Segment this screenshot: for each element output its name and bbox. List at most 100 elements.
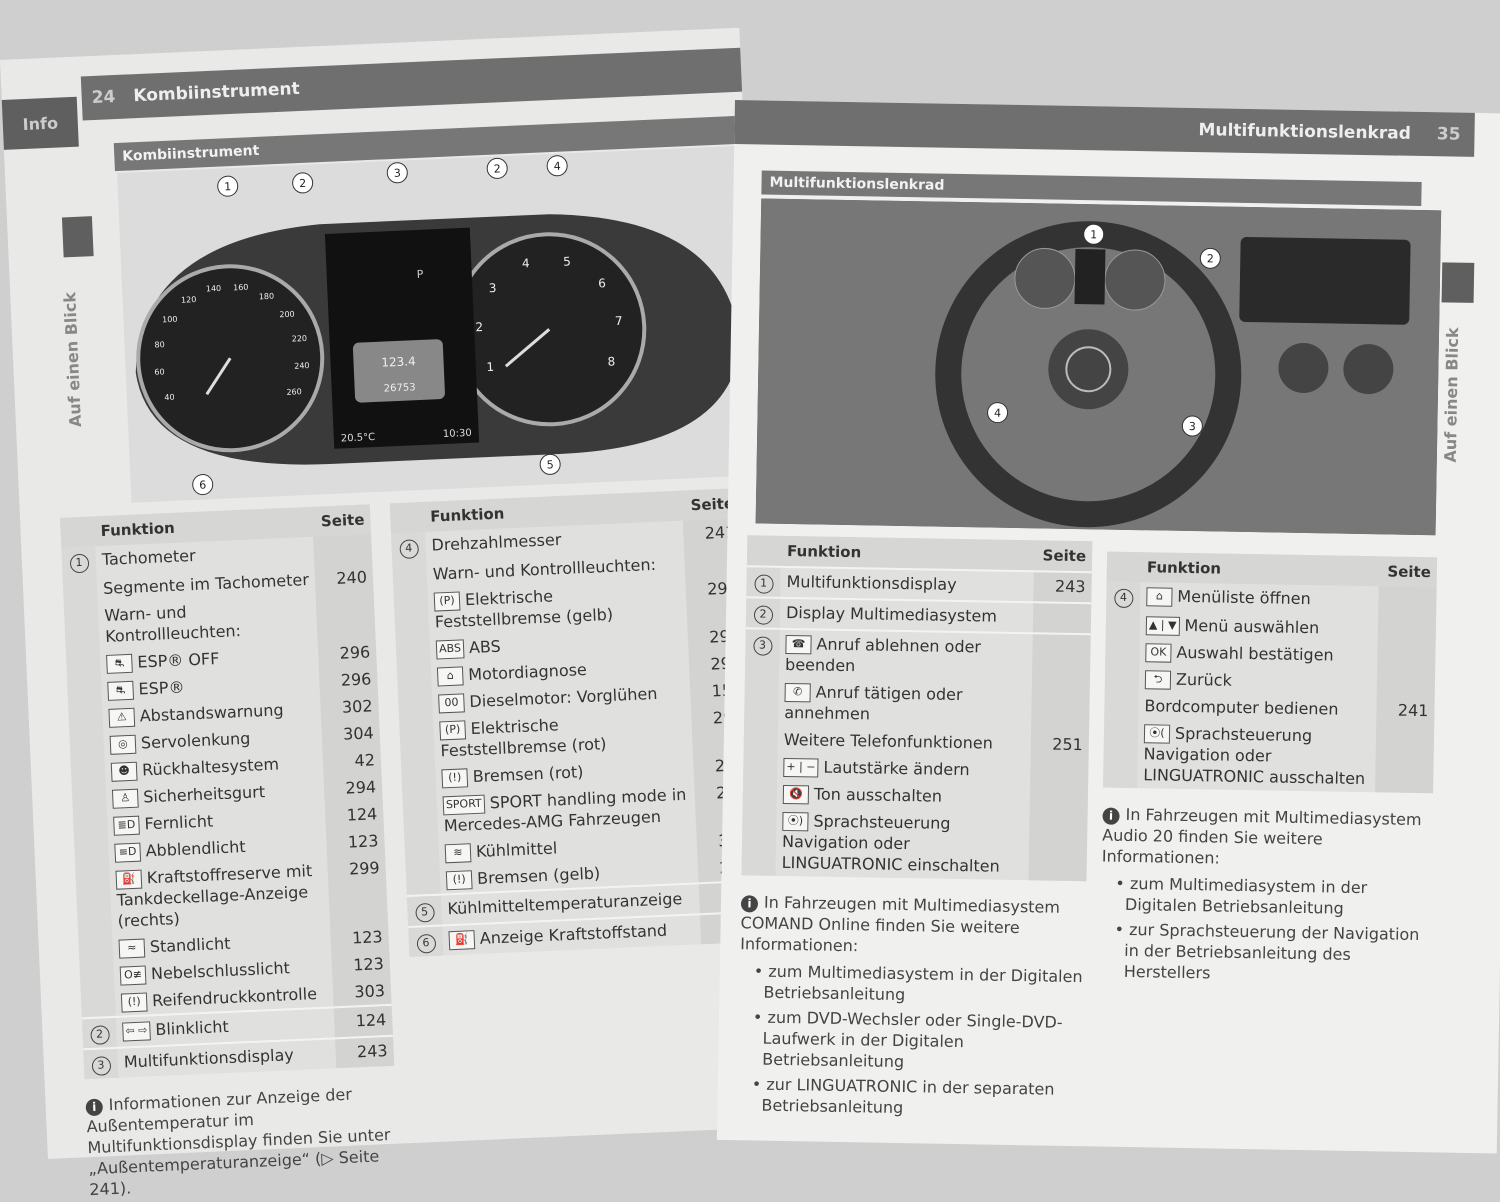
page-reference[interactable]: 304 xyxy=(321,719,381,749)
multimedia-display xyxy=(1239,236,1411,325)
callout-number: 2 xyxy=(753,605,773,625)
callout-cell xyxy=(67,677,103,706)
callout-cell xyxy=(68,704,104,733)
callout-cell: 6 xyxy=(408,925,444,957)
callout-marker xyxy=(1199,247,1221,269)
page-reference[interactable]: 303 xyxy=(332,976,392,1008)
function-text: Multifunktionsdisplay xyxy=(786,571,957,594)
header-title: Kombiinstrument xyxy=(132,78,301,107)
callout-cell xyxy=(743,752,778,780)
callout-marker xyxy=(1083,223,1105,245)
ok-key-icon: OK xyxy=(1145,643,1172,663)
fog-light-icon: O≢ xyxy=(119,965,147,986)
page-reference[interactable]: 302 xyxy=(319,692,380,722)
callout-cell: 1 xyxy=(61,546,97,577)
callout-number: 3 xyxy=(91,1056,111,1076)
air-vent xyxy=(1343,344,1394,395)
page-reference[interactable]: 123 xyxy=(330,922,390,953)
callout-number: 3 xyxy=(752,636,773,656)
speedometer xyxy=(1014,247,1076,309)
callout-number: 1 xyxy=(224,180,232,193)
page-reference[interactable]: 296 xyxy=(318,665,378,695)
page-reference[interactable]: 241 xyxy=(1376,696,1435,725)
note-text: In Fahrzeugen mit Multimediasystem COMAN… xyxy=(740,892,1061,956)
info-icon: i xyxy=(740,895,759,913)
page-reference xyxy=(1375,723,1435,794)
callout-cell xyxy=(72,812,109,841)
glow-plug-icon: 00 xyxy=(438,693,465,714)
callout-marker xyxy=(386,162,408,184)
callout-cell xyxy=(395,635,431,665)
function-text: Sprachsteuerung Navigation oder LINGUATR… xyxy=(1143,723,1366,789)
brake-yellow-icon: (!) xyxy=(445,870,473,891)
function-text: Tachometer xyxy=(101,545,196,570)
function-text: Auswahl bestätigen xyxy=(1176,642,1334,665)
page-reference xyxy=(1030,757,1089,786)
callout-number: 2 xyxy=(1207,252,1214,265)
speed-needle xyxy=(205,357,232,396)
page-reference[interactable]: 296 xyxy=(317,638,377,668)
callout-cell xyxy=(401,764,437,794)
page-reference[interactable]: 243 xyxy=(334,1035,395,1069)
header-spacer xyxy=(60,516,96,548)
function-text: Menü auswählen xyxy=(1184,615,1320,638)
tab-info[interactable]: Info xyxy=(1,96,79,150)
callout-cell xyxy=(79,961,115,991)
page-header: 24 Kombiinstrument xyxy=(80,47,743,121)
speed-tick-label: 60 xyxy=(154,367,165,376)
esp-off-icon: ⛐ xyxy=(106,653,133,674)
page-reference[interactable]: 243 xyxy=(1033,571,1092,604)
bullet-item: zur Sprachsteuerung der Navigation in de… xyxy=(1114,919,1431,988)
page-reference xyxy=(1031,682,1090,732)
function-text: ESP® OFF xyxy=(136,649,220,672)
function-text: Standlicht xyxy=(149,933,231,957)
callout-cell xyxy=(1104,691,1139,720)
page-reference[interactable]: 294 xyxy=(323,773,383,803)
header-spacer xyxy=(1106,551,1142,583)
abs-icon: ABS xyxy=(435,639,465,660)
callout-cell xyxy=(1105,610,1141,639)
function-text: Motordiagnose xyxy=(467,659,588,685)
gear-indicator: P xyxy=(416,268,424,281)
page-reference[interactable]: 240 xyxy=(314,563,374,593)
callout-cell xyxy=(69,731,105,760)
callout-marker xyxy=(486,157,508,179)
callout-cell xyxy=(75,866,113,937)
page-reference[interactable]: 124 xyxy=(324,800,384,830)
function-text: Kühlmittel xyxy=(475,838,558,861)
callout-cell xyxy=(74,839,110,868)
function-text: Anruf tätigen oder annehmen xyxy=(784,682,963,724)
page-number: 35 xyxy=(1436,124,1461,145)
page-reference[interactable]: 124 xyxy=(333,1004,393,1039)
callout-cell xyxy=(392,560,428,590)
page-header: Multifunktionslenkrad 35 xyxy=(734,100,1475,157)
function-text: Drehzahlmesser xyxy=(431,529,562,555)
function-cell: ⦿(Sprachsteuerung Navigation oder LINGUA… xyxy=(1137,719,1376,792)
callout-cell xyxy=(396,662,432,692)
page-reference[interactable]: 123 xyxy=(331,949,391,980)
fuel-gauge-icon: ⛽ xyxy=(448,930,476,951)
rpm-tick-label: 7 xyxy=(615,314,623,328)
speed-tick-label: 220 xyxy=(292,334,308,344)
speed-tick-label: 180 xyxy=(259,292,275,302)
callout-cell xyxy=(399,716,436,767)
speed-tick-label: 140 xyxy=(206,284,222,294)
info-icon: i xyxy=(1102,807,1120,825)
rpm-tick-label: 8 xyxy=(607,354,615,368)
column-header-page: Seite xyxy=(311,504,372,537)
page-reference[interactable]: 251 xyxy=(1030,730,1090,759)
function-text: Abstandswarnung xyxy=(139,700,284,726)
page-reference[interactable]: 123 xyxy=(325,826,385,857)
callout-cell xyxy=(404,839,440,869)
bullet-list: zum Multimediasystem in der Digitalen Be… xyxy=(1100,873,1432,988)
page-reference[interactable]: 42 xyxy=(322,746,382,776)
function-text: Multifunktionsdisplay xyxy=(123,1045,295,1072)
callout-cell xyxy=(62,575,98,604)
function-text: Lautstärke ändern xyxy=(823,757,970,780)
page-reference[interactable]: 299 xyxy=(327,853,389,926)
callout-cell xyxy=(1103,718,1139,789)
